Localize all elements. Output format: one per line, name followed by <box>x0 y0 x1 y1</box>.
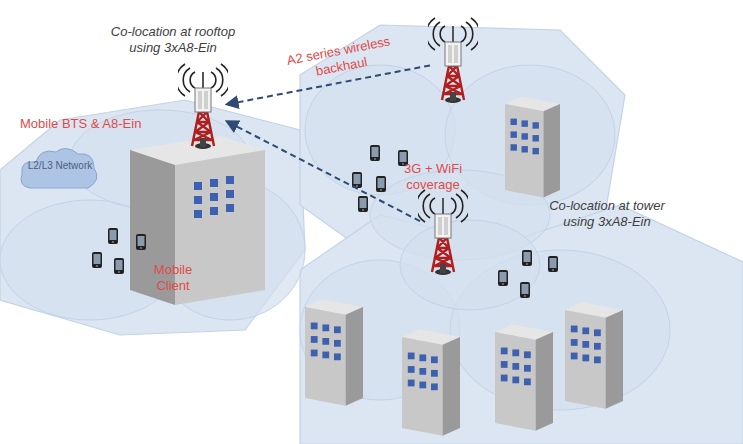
backhaul-arrow <box>226 121 420 221</box>
coverage-label: 3G + WiFi coverage <box>393 161 473 192</box>
site-label: Mobile BTS & A8-Ein <box>20 116 141 132</box>
rooftop-tower: Co-location at rooftop using 3xA8-EinMob… <box>180 66 226 152</box>
network-cloud: L2/L3 Network <box>24 152 96 190</box>
site-caption: Co-location at rooftop using 3xA8-Ein <box>98 24 248 55</box>
backhaul-tower <box>430 18 476 104</box>
site-caption: Co-location at tower using 3xA8-Ein <box>532 198 682 229</box>
tower-site: Co-location at tower using 3xA8-Ein <box>420 190 466 276</box>
cloud-label: L2/L3 Network <box>24 160 96 172</box>
client-label: Mobile Client <box>142 262 204 293</box>
